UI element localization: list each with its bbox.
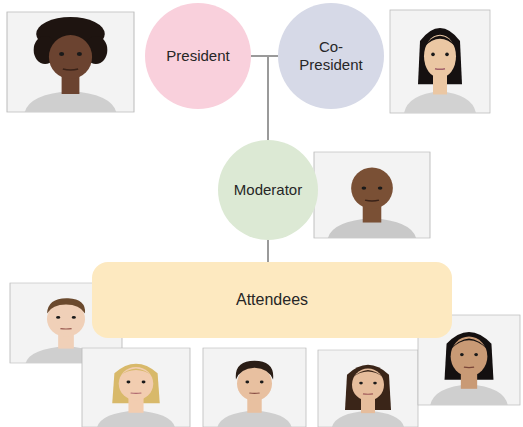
group-band: Attendees xyxy=(92,262,452,338)
connector-line xyxy=(267,240,269,262)
role-circle: Moderator xyxy=(218,140,318,240)
node-label: President xyxy=(166,47,229,65)
node-label: Attendees xyxy=(236,290,308,309)
node-text-wrap: Moderator xyxy=(218,140,318,240)
node-label: Co- President xyxy=(295,38,367,74)
node-text-wrap: Attendees xyxy=(92,262,452,338)
portrait-photo xyxy=(314,152,430,238)
portrait-photo xyxy=(318,350,418,427)
circle-fill xyxy=(278,3,384,109)
connector-line xyxy=(268,56,278,140)
circle-fill xyxy=(218,140,318,240)
portrait-photo xyxy=(390,10,490,113)
role-circle: President xyxy=(145,3,251,109)
portrait-photo xyxy=(82,348,190,427)
portrait-photo xyxy=(203,348,306,427)
node-text-wrap: Co- President xyxy=(278,3,384,109)
role-circle: Co- President xyxy=(278,3,384,109)
portrait-photo xyxy=(7,12,134,112)
circle-fill xyxy=(145,3,251,109)
node-label: Moderator xyxy=(234,181,302,199)
connector-line xyxy=(251,56,268,140)
node-text-wrap: President xyxy=(145,3,251,109)
